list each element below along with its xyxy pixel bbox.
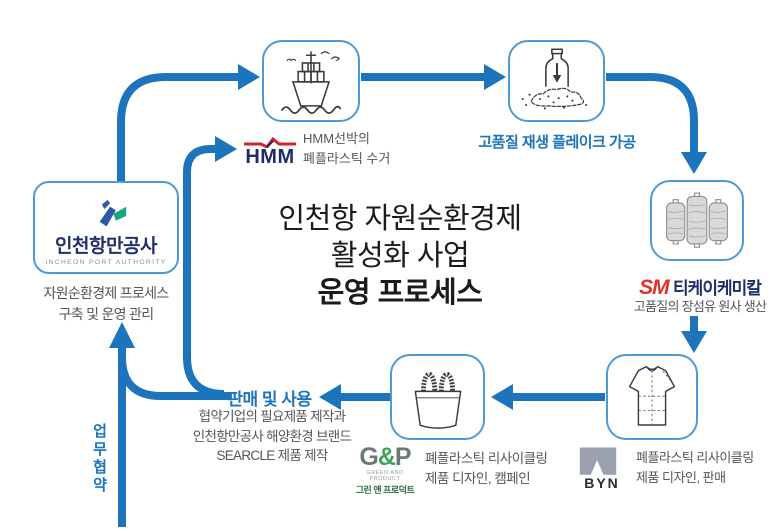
arrowhead-right xyxy=(238,64,260,90)
node-yarn-production xyxy=(650,180,744,261)
page-title: 인천항 자원순환경제 활성화 사업 운영 프로세스 xyxy=(278,203,522,309)
node-incheon-port-authority: 인천항만공사 INCHEON PORT AUTHORITY xyxy=(33,181,179,274)
arrowhead-up xyxy=(109,322,135,348)
bottle-to-flakes-icon xyxy=(521,48,587,110)
gnp-logo-subtitle-en: GREEN AND PRODUCT xyxy=(366,470,404,482)
hmm-logo: HMM xyxy=(243,136,297,168)
sm-tk-chemical-logo: SM 티케이케미칼 xyxy=(617,274,783,300)
byn-logo: BYN xyxy=(578,447,626,490)
byn-mark-icon xyxy=(579,447,617,475)
byn-description: 폐플라스틱 리사이클링 제품 디자인, 판매 xyxy=(636,450,754,485)
ipa-logo-subtitle: INCHEON PORT AUTHORITY xyxy=(45,259,167,266)
gnp-logo-subtitle-kr: 그린 앤 프로덕트 xyxy=(355,485,415,495)
flake-caption: 고품질 재생 플레이크 가공 xyxy=(478,134,636,151)
tk-chemical-logo-text: 티케이케미칼 xyxy=(673,279,762,298)
hmm-description: HMM선박의 폐플라스틱 수거 xyxy=(303,131,391,166)
arrowhead-left xyxy=(319,384,341,410)
gnp-logo: G&P GREEN AND PRODUCT 그린 앤 프로덕트 xyxy=(351,445,419,496)
hmm-logo-text: HMM xyxy=(245,146,295,168)
arrowhead-down xyxy=(681,152,707,174)
gnp-logo-text: G&P xyxy=(359,443,411,471)
node-ship-collection xyxy=(262,40,360,122)
yarn-spools-icon xyxy=(666,192,728,248)
yarn-description: 고품질의 장섬유 원사 생산 xyxy=(633,299,767,314)
tote-bag-icon xyxy=(414,371,461,429)
sm-logo-text: SM xyxy=(639,276,669,299)
sale-and-use-label: 판매 및 사용 xyxy=(227,390,312,409)
ipa-logo-title: 인천항만공사 xyxy=(55,236,157,257)
sale-description: 협약기업의 필요제품 제작과 인천항만공사 해양환경 브랜드 SEARCLE 제… xyxy=(192,409,352,463)
node-tshirt-products xyxy=(606,354,698,440)
arrowhead-down xyxy=(681,331,707,353)
arrow-sale-to-hmm xyxy=(183,145,225,398)
incheon-port-authority-logo xyxy=(99,199,127,227)
ipa-description: 자원순환경제 프로세스 구축 및 운영 관리 xyxy=(43,285,170,322)
tshirt-icon xyxy=(628,365,676,426)
gnp-description: 폐플라스틱 리사이클링 제품 디자인, 캠페인 xyxy=(425,451,548,486)
arrow-flake-to-yarn xyxy=(606,73,698,152)
hmm-roof-icon xyxy=(244,136,296,148)
mou-label: 업 무 협 약 xyxy=(93,423,107,494)
container-ship-icon xyxy=(281,51,341,114)
node-bag-products xyxy=(390,354,485,440)
node-flake-processing xyxy=(508,40,605,122)
byn-logo-text: BYN xyxy=(584,475,620,491)
arrowhead-right xyxy=(484,64,506,90)
arrowhead-left xyxy=(491,384,513,410)
arrowhead-right xyxy=(215,136,237,162)
arrow-ipa-to-ship xyxy=(117,73,238,183)
